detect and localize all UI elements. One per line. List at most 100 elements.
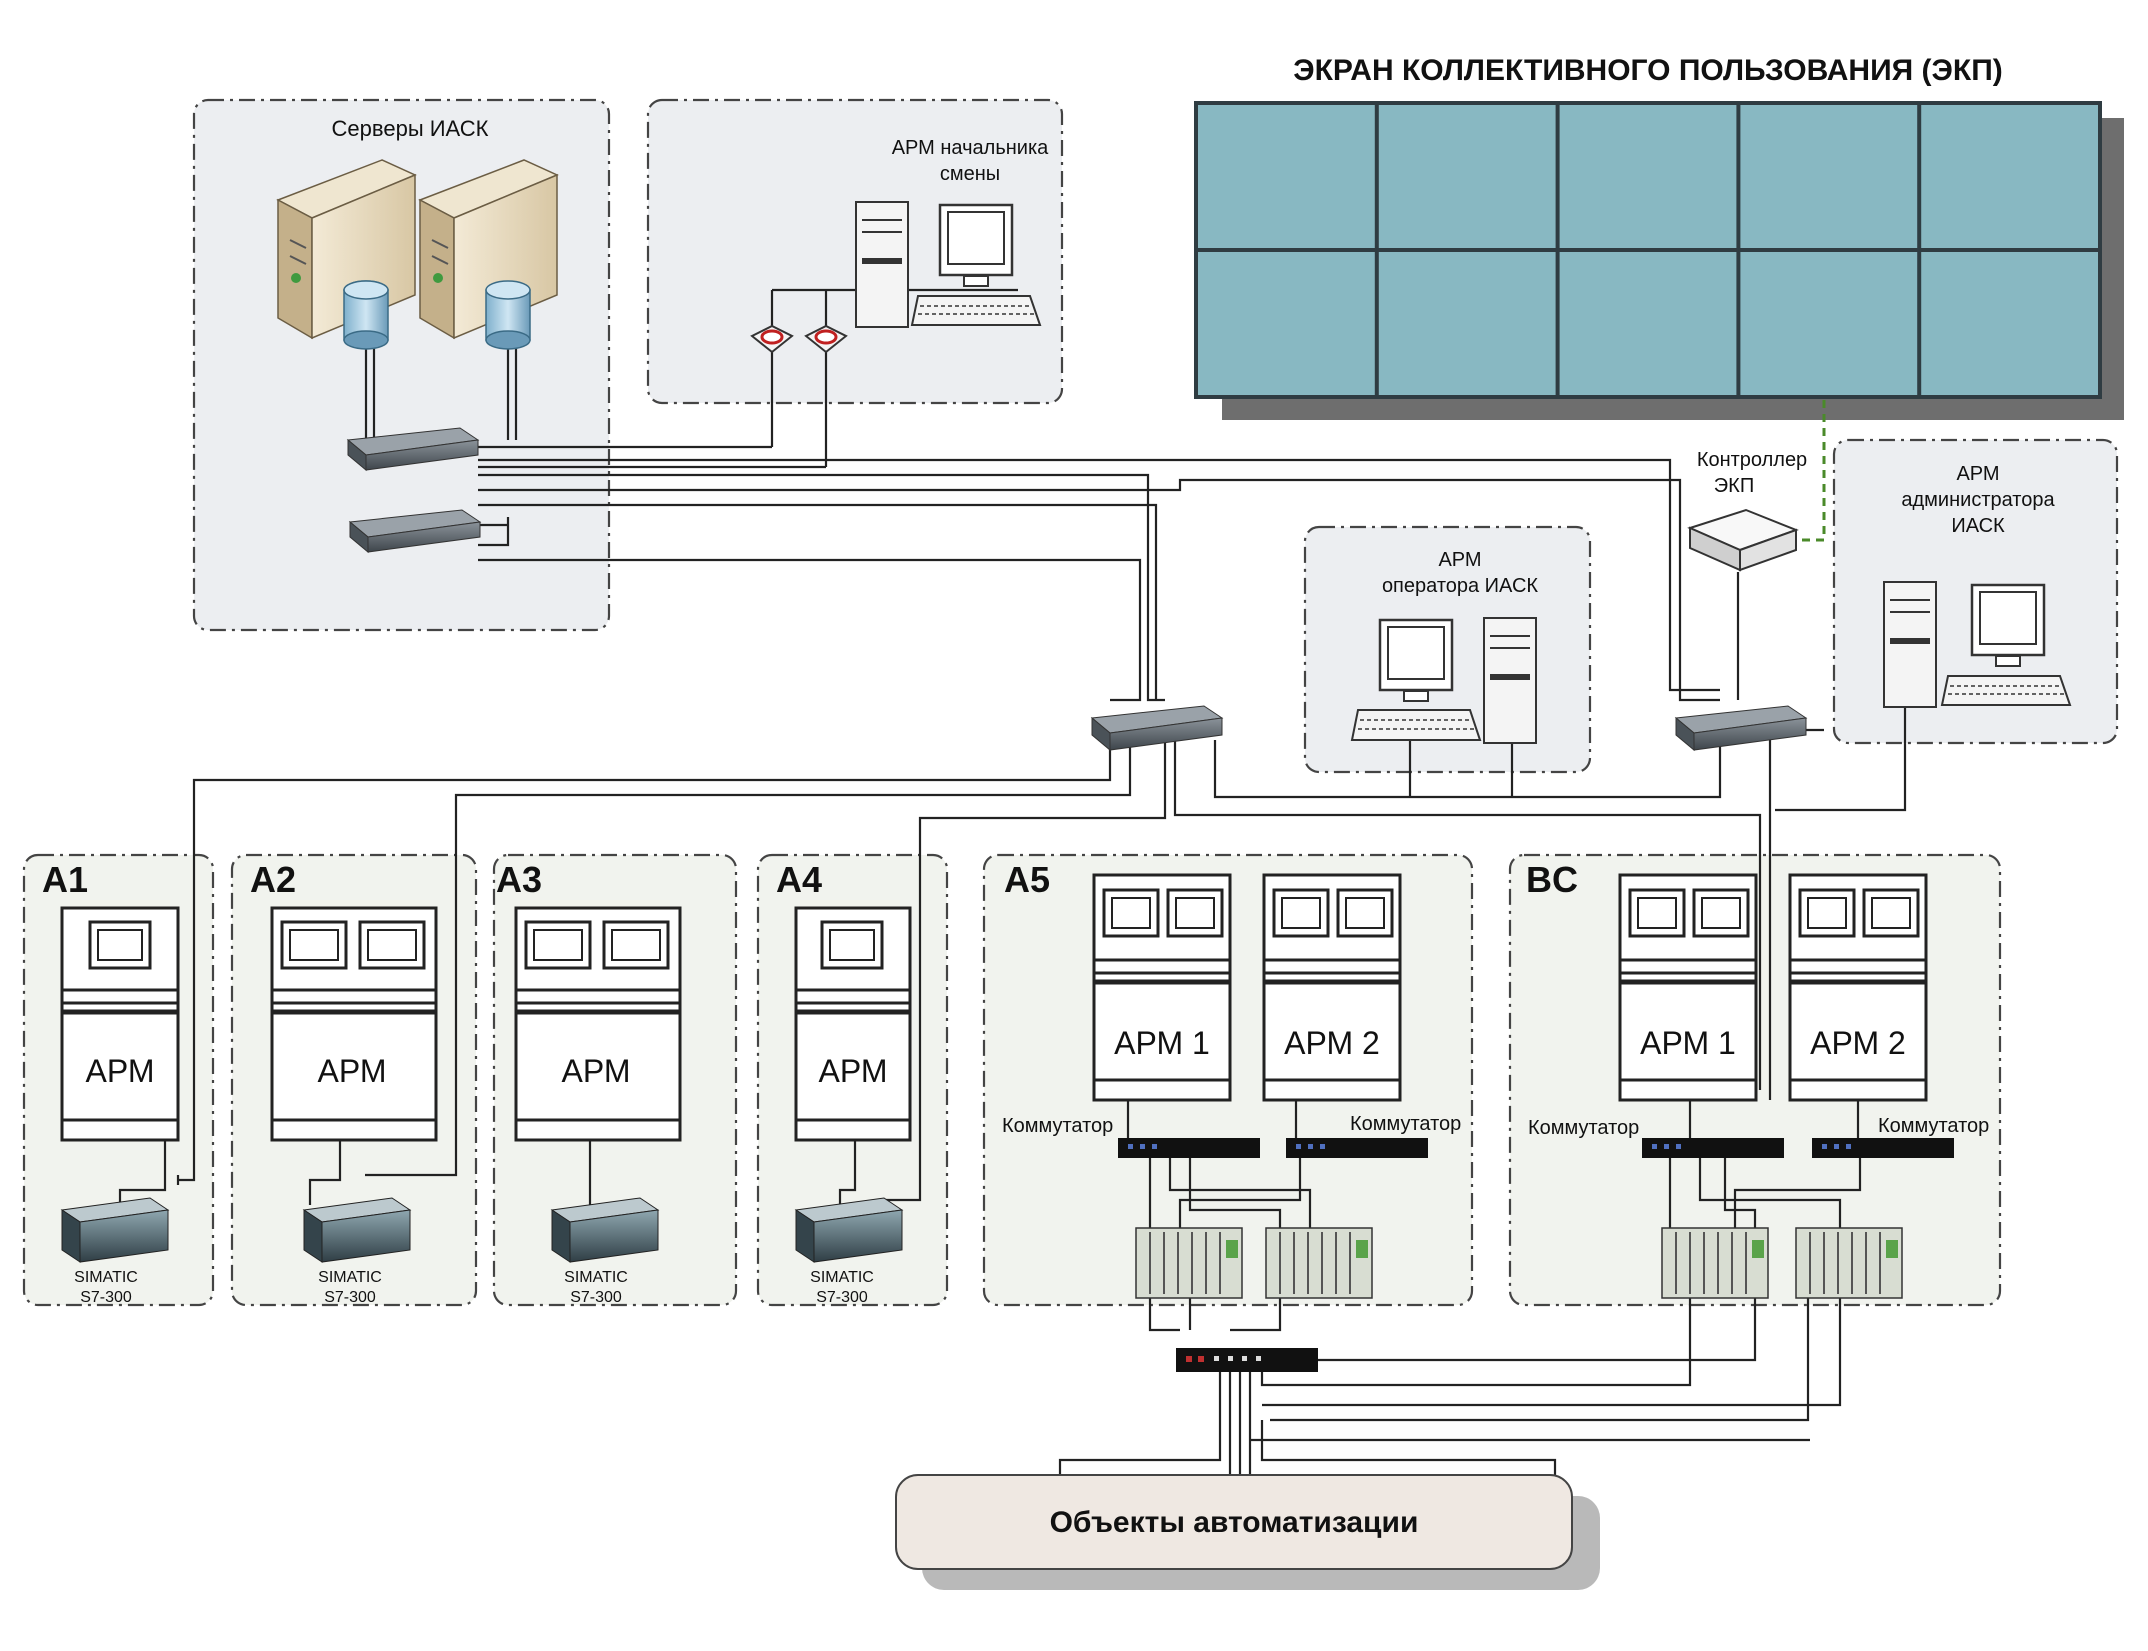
keyboard-icon [910,295,1042,326]
a4-internal [838,1140,857,1205]
screen-tile [1376,103,1558,250]
zone-a3-cabinet: АРМ [514,906,682,1142]
zone-a4-plc-label-1: SIMATIC [810,1269,874,1286]
admin-label-3: ИАСК [1951,515,2005,537]
servers-title: Серверы ИАСК [332,116,489,141]
zone-a1-apm-label: АРМ [86,1053,155,1089]
switch-crosslinks [478,517,510,547]
zone-a5-plc-2-icon [1265,1227,1373,1299]
zone-a5-plc-1-icon [1135,1227,1243,1299]
monitor-icon [1378,618,1454,702]
screen-tile [1196,250,1377,397]
bottom-to-objects [1058,1372,1557,1475]
zone-bc-cabinet-2: АРМ 2 [1788,873,1928,1102]
admin-label-1: АРМ [1956,463,1999,485]
zone-a1-plc-label-2: S7-300 [80,1289,132,1306]
zone-bc-switch-right-label: Коммутатор [1878,1115,1989,1137]
zone-bc-apm2-label: АРМ 2 [1810,1025,1906,1061]
zone-a2-apm-label: АРМ [318,1053,387,1089]
screen-tile [1557,250,1739,397]
controller-label-2: ЭКП [1714,475,1754,497]
zone-bc-cabinet-1: АРМ 1 [1618,873,1758,1102]
trunk-4 [478,503,1158,700]
zone-a5-switch-1-icon [1118,1138,1260,1158]
server-2-icon [418,159,559,350]
screen-tile [1196,103,1377,250]
zone-bc-switch-1-icon [1642,1138,1784,1158]
bc-switch-to-plc [1668,1158,1862,1228]
zone-a1-plc-label-1: SIMATIC [74,1269,138,1286]
zone-a1-label: A1 [42,859,88,900]
controller-label-1: Контроллер [1697,449,1807,471]
monitor-icon [938,203,1014,287]
zone-a5-label: A5 [1004,859,1050,900]
zone-a3-apm-label: АРМ [562,1053,631,1089]
monitor-icon [1970,583,2046,667]
zone-a2-plc-label-1: SIMATIC [318,1269,382,1286]
link-ops [1213,740,1722,799]
complex-zones: A5 АРМ 1 АРМ 2 Коммутатор Коммутат [1002,859,1989,1299]
zone-a4-apm-label: АРМ [819,1053,888,1089]
central-switch-icon [1090,705,1224,752]
pc-tower-icon [1483,617,1537,744]
trunk-3 [478,478,1720,702]
a5-apm-to-switch [1126,1100,1298,1138]
zone-a4-plc-label-2: S7-300 [816,1289,868,1306]
zone-a4-plc-icon [794,1197,904,1263]
zone-a4-cabinet: АРМ [794,906,912,1142]
link-a2 [365,740,1132,1177]
keyboard-icon [1940,675,2072,706]
zone-a5-cabinet-2: АРМ 2 [1262,873,1402,1102]
link-a1 [178,740,1112,1182]
operator-label-2: оператора ИАСК [1382,575,1538,597]
objects-label: Объекты автоматизации [1050,1506,1419,1539]
screen-tile [1738,250,1920,397]
shift-chief-to-switch [478,445,826,469]
zone-bc-switch-left-label: Коммутатор [1528,1117,1639,1139]
zone-bc-apm1-label: АРМ 1 [1640,1025,1736,1061]
zone-a2-plc-label-2: S7-300 [324,1289,376,1306]
zone-a5-switch-2-icon [1286,1138,1428,1158]
server-switch-1-icon [346,427,480,472]
controller-group: Контроллер ЭКП [1687,449,1807,572]
link-a5 [1173,740,1762,1090]
shift-chief-label-2: смены [940,163,1000,185]
objects-box [895,1474,1573,1570]
pc-tower-icon [855,201,909,328]
zone-a2-label: A2 [250,859,296,900]
ops-switch-icon [1674,705,1808,752]
trunk-1 [478,458,1720,692]
server-links [364,330,518,440]
zone-bc-label: BC [1526,859,1578,900]
screen-tiles [1196,103,2100,397]
servers-group: Серверы ИАСК [276,116,559,554]
transceiver-icon [750,324,794,354]
simple-zones: A1 АРМ SIMATIC S7-300 A2 [42,859,912,1306]
bc-to-bottom [1250,1298,1842,1442]
a5-plc-to-bottom [1148,1298,1282,1332]
transceiver-icon [804,324,848,354]
zone-a3-plc-label-1: SIMATIC [564,1269,628,1286]
field-switch-icon [1176,1348,1318,1372]
trunk-5 [478,558,1142,702]
zone-a5-cabinet-1: АРМ 1 [1092,873,1232,1102]
screen-tile [1376,250,1558,397]
zone-a5-apm1-label: АРМ 1 [1114,1025,1210,1061]
screen-tile [1738,103,1920,250]
server-switch-2-icon [348,509,482,554]
admin-label-2: администратора [1901,489,2055,511]
zone-bc-plc-1-icon [1661,1227,1769,1299]
operator-label-1: АРМ [1438,549,1481,571]
controller-to-screen [1796,400,1826,542]
zone-bc-switch-2-icon [1812,1138,1954,1158]
zone-a1-plc-icon [60,1197,170,1263]
admin-group: АРМ администратора ИАСК [1883,463,2072,708]
collective-screen: ЭКРАН КОЛЛЕКТИВНОГО ПОЛЬЗОВАНИЯ (ЭКП) [1194,54,2124,420]
zone-bc-plc-2-icon [1795,1227,1903,1299]
screen-tile [1919,103,2100,250]
screen-tile [1919,250,2100,397]
pc-tower-icon [1883,581,1937,708]
shift-chief-label-1: АРМ начальника [892,137,1049,159]
link-a4 [885,740,1167,1202]
